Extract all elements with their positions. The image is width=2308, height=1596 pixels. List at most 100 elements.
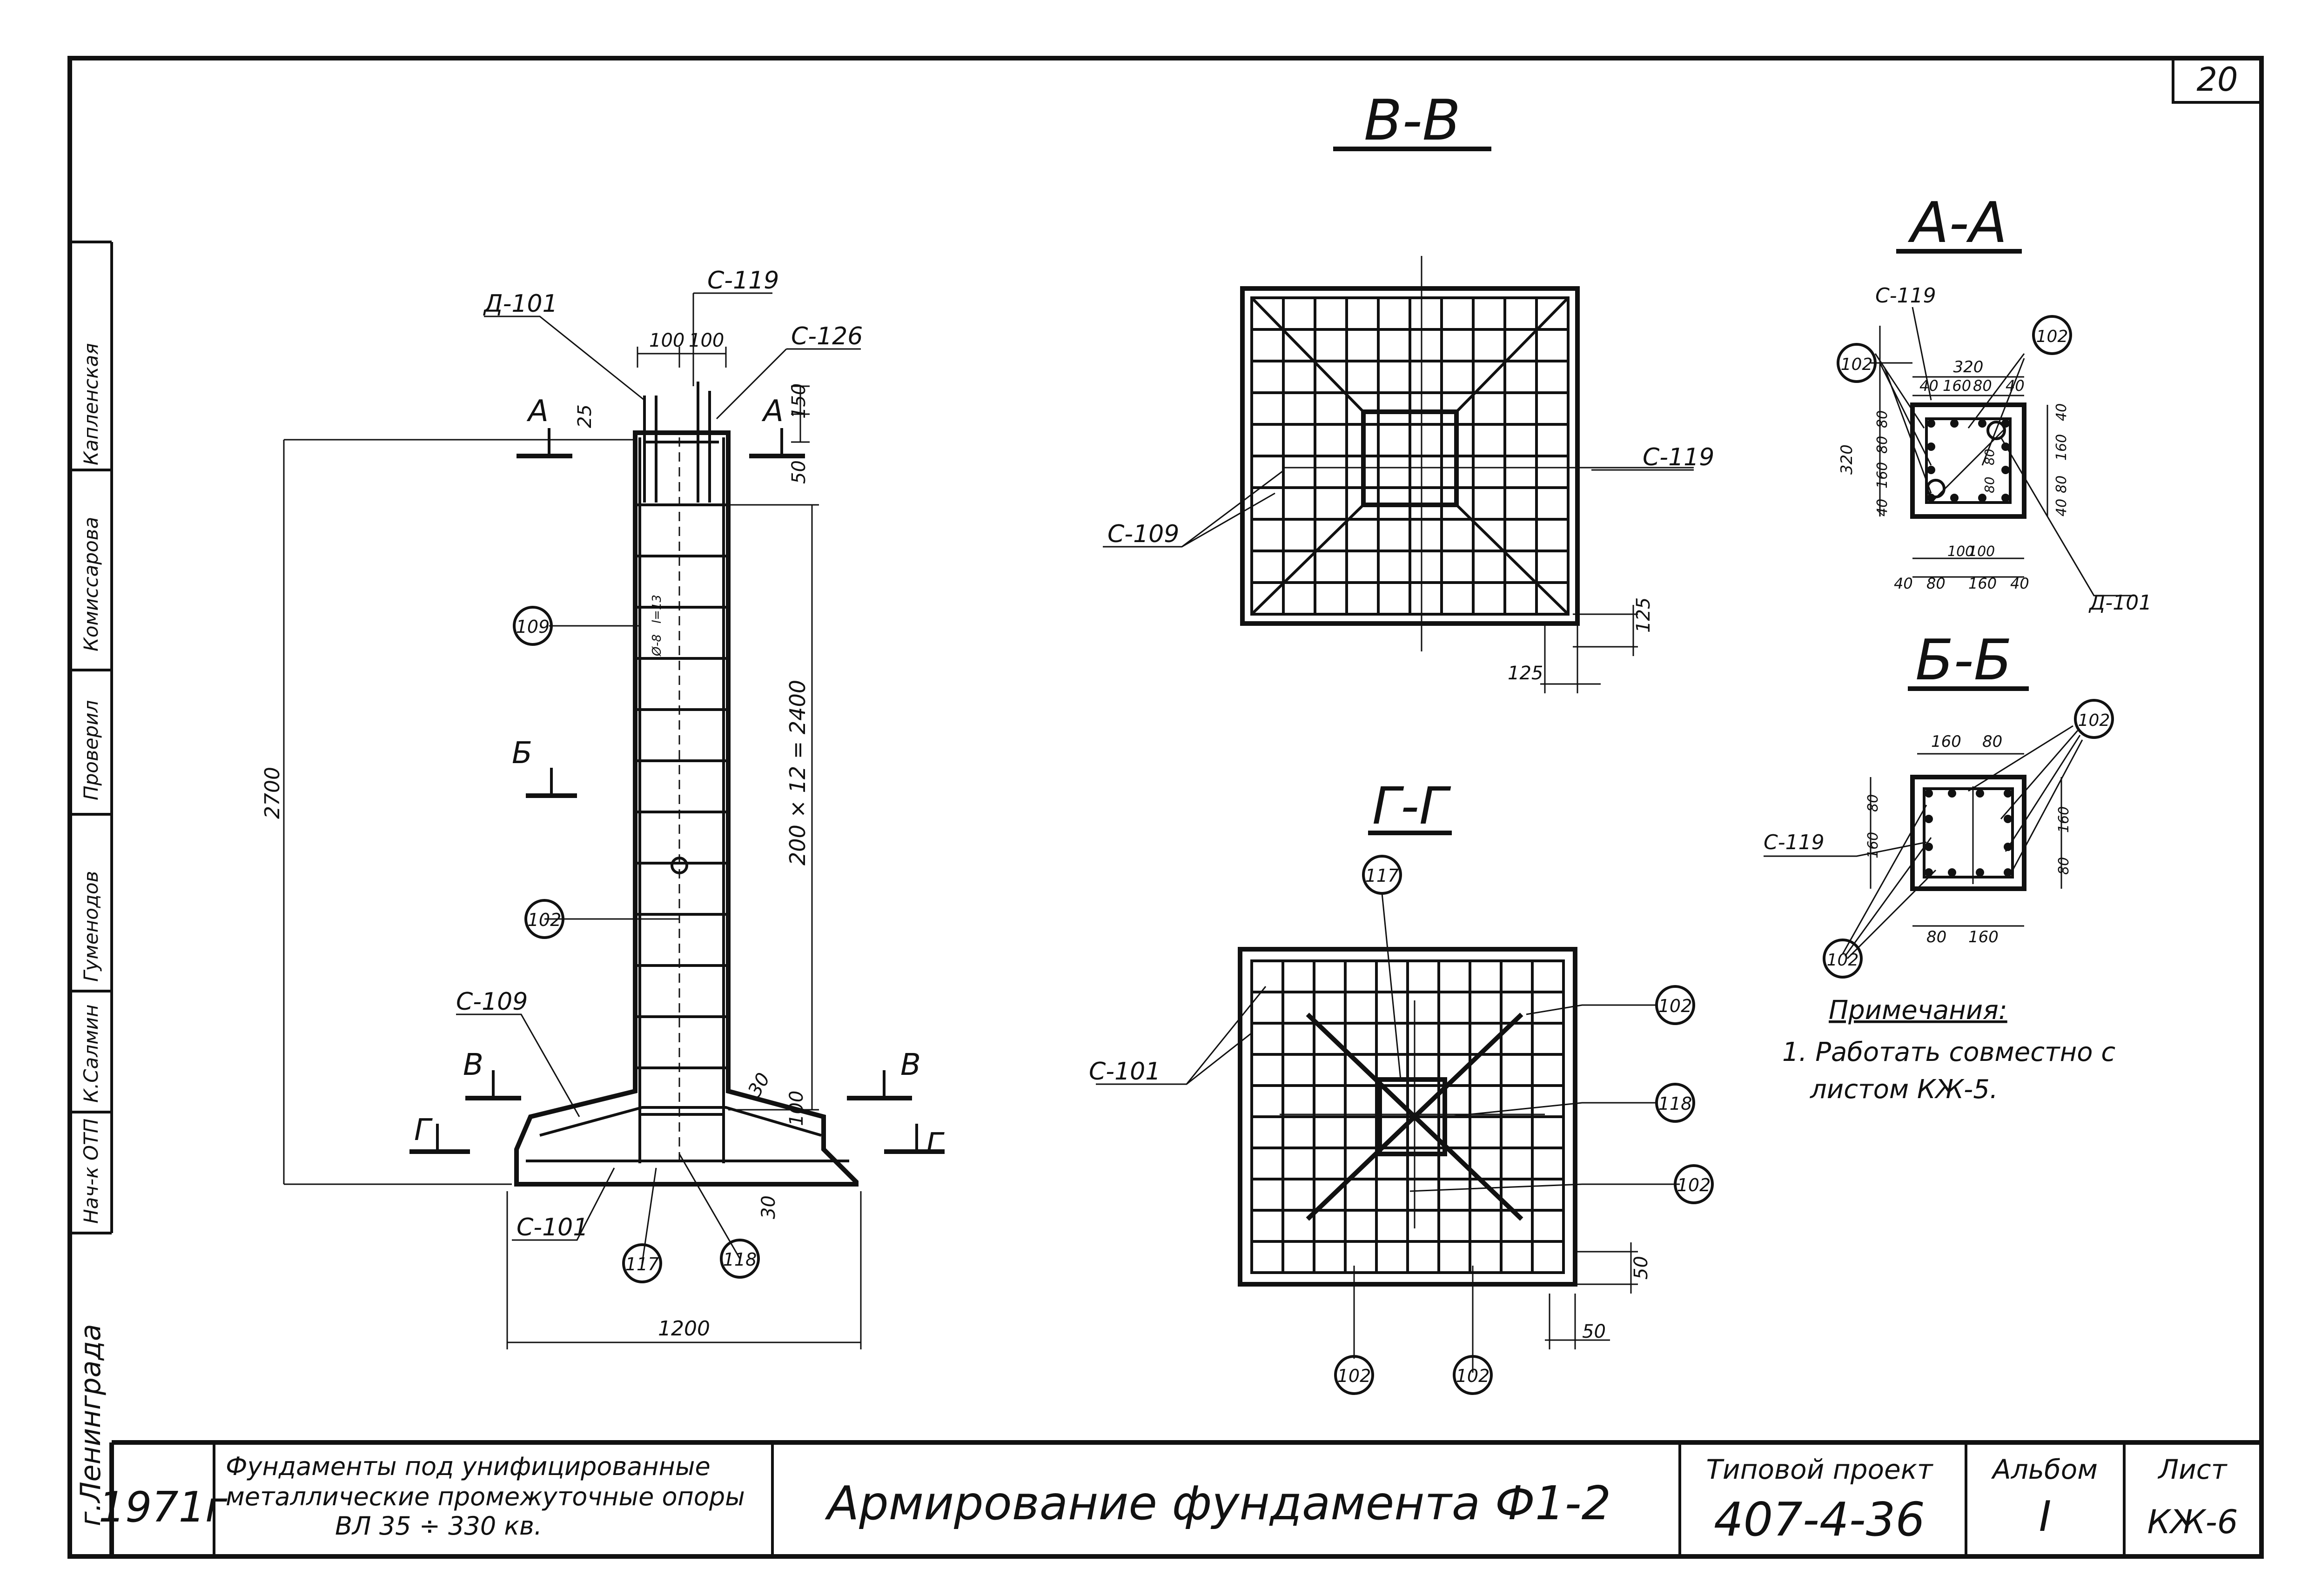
elev-dim-2700: 2700: [261, 767, 284, 819]
elev-cut-v-left: В: [463, 1048, 483, 1082]
section-aa-right-2: 80: [2053, 476, 2070, 493]
elev-dim-1200: 1200: [658, 1317, 710, 1341]
section-aa-right-3: 40: [2053, 499, 2070, 516]
sheet-number: 20: [2196, 60, 2238, 99]
rebar-dot: [1927, 466, 1935, 474]
stamp-col1-name: К.Салмин: [80, 1004, 102, 1103]
section-vv-c109: С-109: [1107, 520, 1179, 548]
rebar-dot: [1927, 443, 1935, 451]
elev-bar-note-b: Ø-8: [650, 634, 664, 657]
section-bb-left-1: 160: [1865, 832, 1881, 858]
elev-dim-25: 25: [574, 404, 596, 428]
stamp-check: Проверил: [80, 700, 102, 800]
elev-cut-v-right: В: [900, 1048, 921, 1082]
stamp-col2-sign: Капленская: [80, 343, 102, 465]
title-year: 1971г: [99, 1483, 228, 1532]
section-aa-bottom-3: 40: [2010, 575, 2029, 592]
notes-heading: Примечания:: [1829, 995, 2007, 1026]
rebar-dot: [2001, 494, 2010, 502]
section-gg-m102d: 102: [1456, 1366, 1490, 1386]
elev-label-c126: С-126: [791, 322, 863, 350]
elev-dim-100c: 100: [786, 1091, 807, 1126]
rebar-dot: [2001, 443, 2010, 451]
section-aa-m102a: 102: [1841, 355, 1873, 374]
section-gg-50b: 50: [1582, 1321, 1606, 1342]
elev-dim-100a: 100: [649, 330, 684, 351]
section-gg-m102b: 102: [1677, 1175, 1711, 1195]
elev-dim-2400: 200 × 12 = 2400: [785, 680, 810, 865]
section-aa-right-0: 40: [2053, 403, 2070, 421]
section-gg-50a: 50: [1630, 1256, 1652, 1280]
rebar-dot: [1948, 868, 1956, 877]
rebar-dot: [1927, 419, 1935, 428]
stamp-city: г.Ленинграда: [74, 1324, 107, 1526]
elev-mark-102: 102: [528, 910, 562, 930]
sheet-value: КЖ-6: [2147, 1503, 2238, 1541]
elev-dim-50: 50: [788, 460, 810, 484]
elev-label-c109: С-109: [456, 988, 528, 1016]
album-value: I: [2039, 1492, 2052, 1541]
section-vv: [1103, 147, 1694, 693]
section-bb-c119: С-119: [1764, 831, 1825, 854]
section-aa-top-3: 40: [2006, 377, 2025, 395]
section-aa-inner-1: 80: [1982, 476, 1997, 493]
rebar-dot: [1948, 789, 1956, 798]
section-bb: [1764, 686, 2114, 979]
section-aa-side-total: 320: [1838, 444, 1856, 475]
section-aa-top-total: 320: [1953, 358, 1984, 376]
title-desc-line3: ВЛ 35 ÷ 330 кв.: [335, 1511, 542, 1541]
section-bb-m102a: 102: [2078, 711, 2110, 730]
rebar-dot: [2001, 419, 2010, 428]
section-aa-c119: С-119: [1875, 284, 1936, 308]
section-vv-125b: 125: [1508, 663, 1543, 684]
elev-label-c119: С-119: [707, 267, 779, 295]
section-bb-bottom-1: 160: [1968, 928, 1999, 946]
section-aa-left-2: 160: [1874, 462, 1891, 489]
section-bb-top-0: 160: [1931, 732, 1961, 751]
section-aa-top-2: 80: [1973, 377, 1992, 395]
title-desc-line1: Фундаменты под унифицированные: [226, 1452, 711, 1481]
project-number: 407-4-36: [1714, 1492, 1925, 1547]
section-bb-right-0: 160: [2056, 806, 2072, 833]
section-aa-left-3: 40: [1874, 499, 1891, 516]
section-aa: [1837, 249, 2136, 597]
section-aa-left-0: 80: [1874, 410, 1891, 428]
section-aa-right-1: 160: [2053, 434, 2070, 461]
elev-cut-g-right: Г: [926, 1127, 945, 1161]
elev-label-c101: С-101: [517, 1214, 588, 1241]
rebar-dot: [2004, 868, 2012, 877]
elev-cut-b: Б: [512, 736, 532, 771]
elev-label-d101: Д-101: [483, 290, 558, 318]
stamp-col1-sign: Гуменодов: [80, 871, 102, 982]
section-gg-title: Г-Г: [1372, 776, 1451, 836]
section-aa-m102b: 102: [2036, 327, 2068, 346]
section-aa-d101: Д-101: [2088, 591, 2152, 615]
section-aa-top-1: 160: [1943, 377, 1971, 395]
rebar-dot: [1976, 789, 1984, 798]
section-bb-title: Б-Б: [1915, 628, 2012, 693]
notes-item1-line2: листом КЖ-5.: [1810, 1074, 1998, 1105]
rebar-dot: [1950, 494, 1959, 502]
section-aa-bottom-2: 160: [1968, 575, 1997, 592]
stamp-col2-name: Комиссарова: [80, 517, 102, 651]
elev-mark-109: 109: [516, 617, 550, 637]
elev-dim-100b: 100: [689, 330, 724, 351]
elev-cut-g-left: Г: [414, 1113, 433, 1147]
rebar-dot: [2004, 815, 2012, 823]
elev-mark-117: 117: [625, 1254, 659, 1274]
rebar-dot: [1976, 868, 1984, 877]
section-aa-inner-0: 80: [1982, 449, 1997, 465]
elev-dim-30b: 30: [758, 1195, 779, 1219]
section-vv-c119: С-119: [1643, 443, 1714, 471]
project-label: Типовой проект: [1706, 1454, 1933, 1485]
section-gg-m118: 118: [1658, 1093, 1692, 1114]
rebar-dot: [1925, 843, 1933, 851]
rebar-dot: [1950, 419, 1959, 428]
section-aa-bottom-0: 40: [1894, 575, 1913, 592]
section-aa-mid-1: 100: [1968, 543, 1995, 560]
elev-bar-note-a: l=13: [650, 595, 664, 624]
elev-cut-a-right: А: [761, 394, 784, 429]
section-gg-c101: С-101: [1089, 1058, 1161, 1086]
rebar-dot: [1978, 419, 1986, 428]
